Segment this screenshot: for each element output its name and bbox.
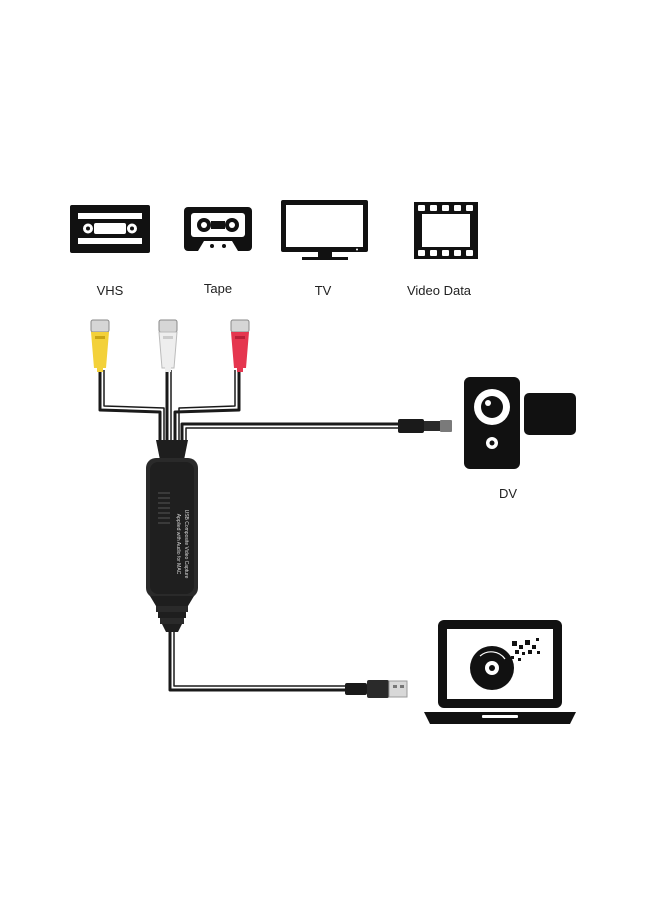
vhs-cassette-icon [70, 205, 150, 253]
video-data-label: Video Data [406, 283, 472, 298]
rca-plug-audio-left [158, 319, 178, 372]
disc-data-icon [470, 638, 540, 690]
capture-device: USB Composite Video Capture Applied with… [146, 440, 198, 632]
usb-connector [345, 680, 408, 698]
tv-icon [281, 200, 368, 260]
camcorder-icon [464, 377, 576, 469]
tape-label: Tape [203, 281, 233, 296]
audio-tape-icon [184, 207, 252, 251]
vhs-label: VHS [96, 283, 124, 298]
film-strip-icon [414, 202, 478, 259]
device-text-line-2: Applied with Audio for MAC [175, 514, 181, 575]
rca-plug-video [90, 319, 110, 372]
dv-label: DV [498, 486, 518, 501]
rca-plug-audio-right [230, 319, 250, 372]
s-video-connector [398, 419, 452, 433]
laptop-icon [424, 620, 576, 724]
cables [98, 370, 400, 692]
device-text-line-1: USB Composite Video Capture [183, 510, 189, 579]
tv-label: TV [314, 283, 332, 298]
